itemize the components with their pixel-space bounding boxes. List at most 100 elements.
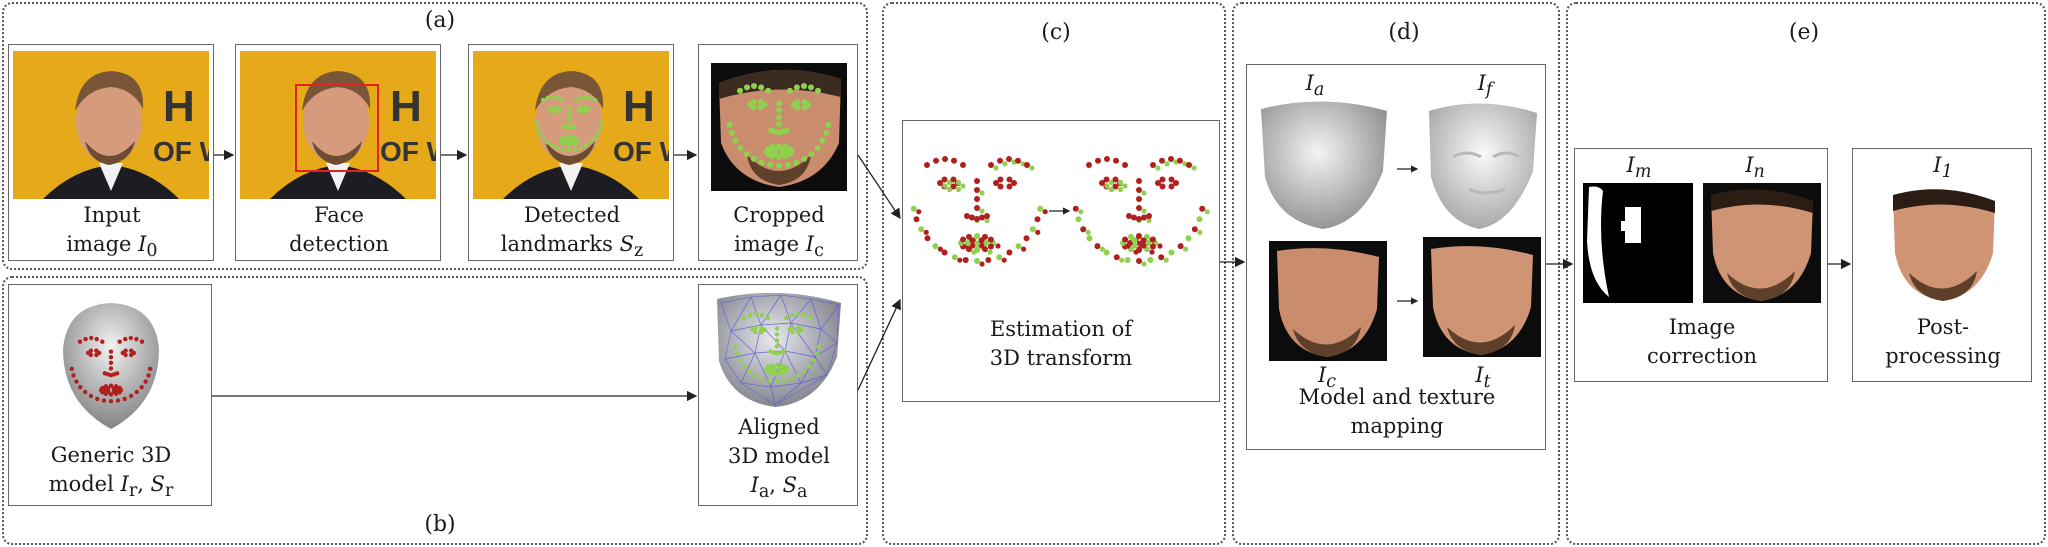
landmark-dot — [1141, 190, 1147, 196]
landmark-dot — [988, 162, 994, 168]
landmark-dot — [1042, 209, 1048, 215]
svg-text:OF W: OF W — [153, 136, 209, 167]
landmark-dot — [1078, 209, 1084, 215]
transform-caption: Estimation of 3D transform — [903, 315, 1219, 373]
landmark-dot — [100, 339, 105, 344]
landmark-dot — [554, 109, 559, 114]
landmark-dot — [1099, 180, 1105, 186]
landmark-dot — [743, 151, 750, 157]
landmark-dot — [78, 385, 83, 390]
input-caption-math: I — [138, 232, 147, 256]
landmark-dot — [913, 216, 920, 223]
landmark-dot — [139, 339, 145, 344]
cropped-image-box: Cropped image Ic — [698, 44, 858, 261]
section-b-label: (b) — [424, 512, 456, 537]
landmark-dot — [759, 329, 764, 335]
landmark-dot — [1029, 165, 1035, 171]
landmark-dot — [559, 97, 564, 103]
generic-caption-m1: I — [120, 472, 129, 496]
landmark-dot — [549, 105, 555, 110]
landmark-dot — [106, 386, 111, 391]
landmark-dot — [111, 386, 116, 391]
landmark-dot — [801, 99, 808, 105]
landmark-dot — [816, 344, 821, 349]
input-caption-text: image — [66, 232, 139, 256]
landmark-dot — [996, 254, 1003, 261]
section-a-label: (a) — [424, 8, 456, 33]
landmark-dot — [1131, 237, 1138, 244]
landmark-dot — [578, 95, 584, 101]
landmark-dot — [533, 120, 539, 126]
landmarks-caption-sub: z — [634, 241, 644, 262]
landmark-dot — [771, 350, 776, 355]
landmark-dot — [1159, 183, 1166, 190]
landmark-dot — [1146, 217, 1152, 224]
landmarks-box: H OF W Detected landmarks Sz — [468, 44, 674, 261]
landmark-dot — [753, 325, 758, 330]
landmark-dot — [134, 336, 139, 342]
landmark-dot — [918, 226, 925, 233]
landmark-dot — [1157, 243, 1163, 249]
landmark-dot — [1159, 176, 1166, 183]
cropped-caption-math: I — [805, 232, 815, 256]
landmark-dot — [83, 336, 88, 342]
landmark-dot — [916, 209, 922, 215]
landmark-dot — [578, 145, 583, 151]
section-c-label: (c) — [1041, 20, 1071, 45]
landmark-dot — [937, 246, 943, 252]
landmark-dot — [1136, 187, 1142, 193]
landmark-dot — [1103, 249, 1110, 256]
landmark-dot — [1136, 178, 1142, 184]
label-If: If — [1465, 69, 1505, 105]
landmark-dot — [942, 156, 948, 162]
generic-caption-line1: Generic 3D — [50, 443, 172, 467]
landmark-dot — [1015, 157, 1021, 164]
landmark-dot — [1158, 254, 1165, 261]
landmark-dot — [566, 120, 572, 125]
aligned-caption-m1: I — [750, 473, 759, 497]
landmark-dot — [985, 257, 992, 263]
landmark-dot — [535, 126, 540, 131]
landmark-dot — [951, 254, 958, 261]
landmark-dot — [777, 369, 783, 374]
landmark-dot — [1029, 226, 1036, 233]
landmark-dot — [737, 144, 744, 151]
landmark-dot — [123, 336, 128, 342]
landmark-dot — [807, 364, 812, 369]
aligned-caption-sep: , — [769, 473, 783, 497]
landmark-dot — [774, 344, 780, 349]
landmark-dot — [768, 349, 773, 354]
landmarks-caption: Detected landmarks Sz — [469, 201, 675, 266]
generic-model-landmarks — [69, 335, 153, 404]
landmark-dot — [974, 246, 981, 252]
landmark-dot — [95, 396, 100, 402]
cropped-image-caption: Cropped image Ic — [699, 201, 859, 266]
landmark-dot — [993, 180, 999, 186]
landmark-dot — [784, 161, 791, 168]
landmark-dot — [74, 379, 79, 384]
landmark-dot — [777, 365, 783, 370]
landmark-dot — [143, 379, 148, 384]
landmark-dot — [566, 106, 572, 111]
landmark-dot — [794, 99, 801, 105]
section-d-frame — [1232, 2, 1560, 545]
landmark-dot — [122, 396, 127, 402]
landmark-dot — [782, 378, 787, 383]
landmark-dot — [1185, 235, 1192, 242]
landmark-dot — [69, 366, 74, 371]
landmark-dot — [1021, 246, 1027, 252]
landmark-dot — [974, 233, 980, 239]
landmark-dot — [1023, 235, 1030, 242]
input-caption-line2: image I0 — [9, 230, 215, 266]
landmark-dot — [910, 205, 917, 212]
landmark-dot — [984, 217, 990, 224]
landmark-dot — [1108, 179, 1115, 186]
landmark-dot — [793, 84, 800, 91]
landmark-dot — [807, 315, 813, 321]
landmark-dot — [94, 336, 99, 342]
landmark-dot — [128, 393, 134, 399]
landmark-dot — [1186, 162, 1192, 168]
landmark-dot — [771, 365, 777, 370]
landmark-dot — [974, 258, 980, 264]
landmark-dot — [801, 155, 808, 162]
